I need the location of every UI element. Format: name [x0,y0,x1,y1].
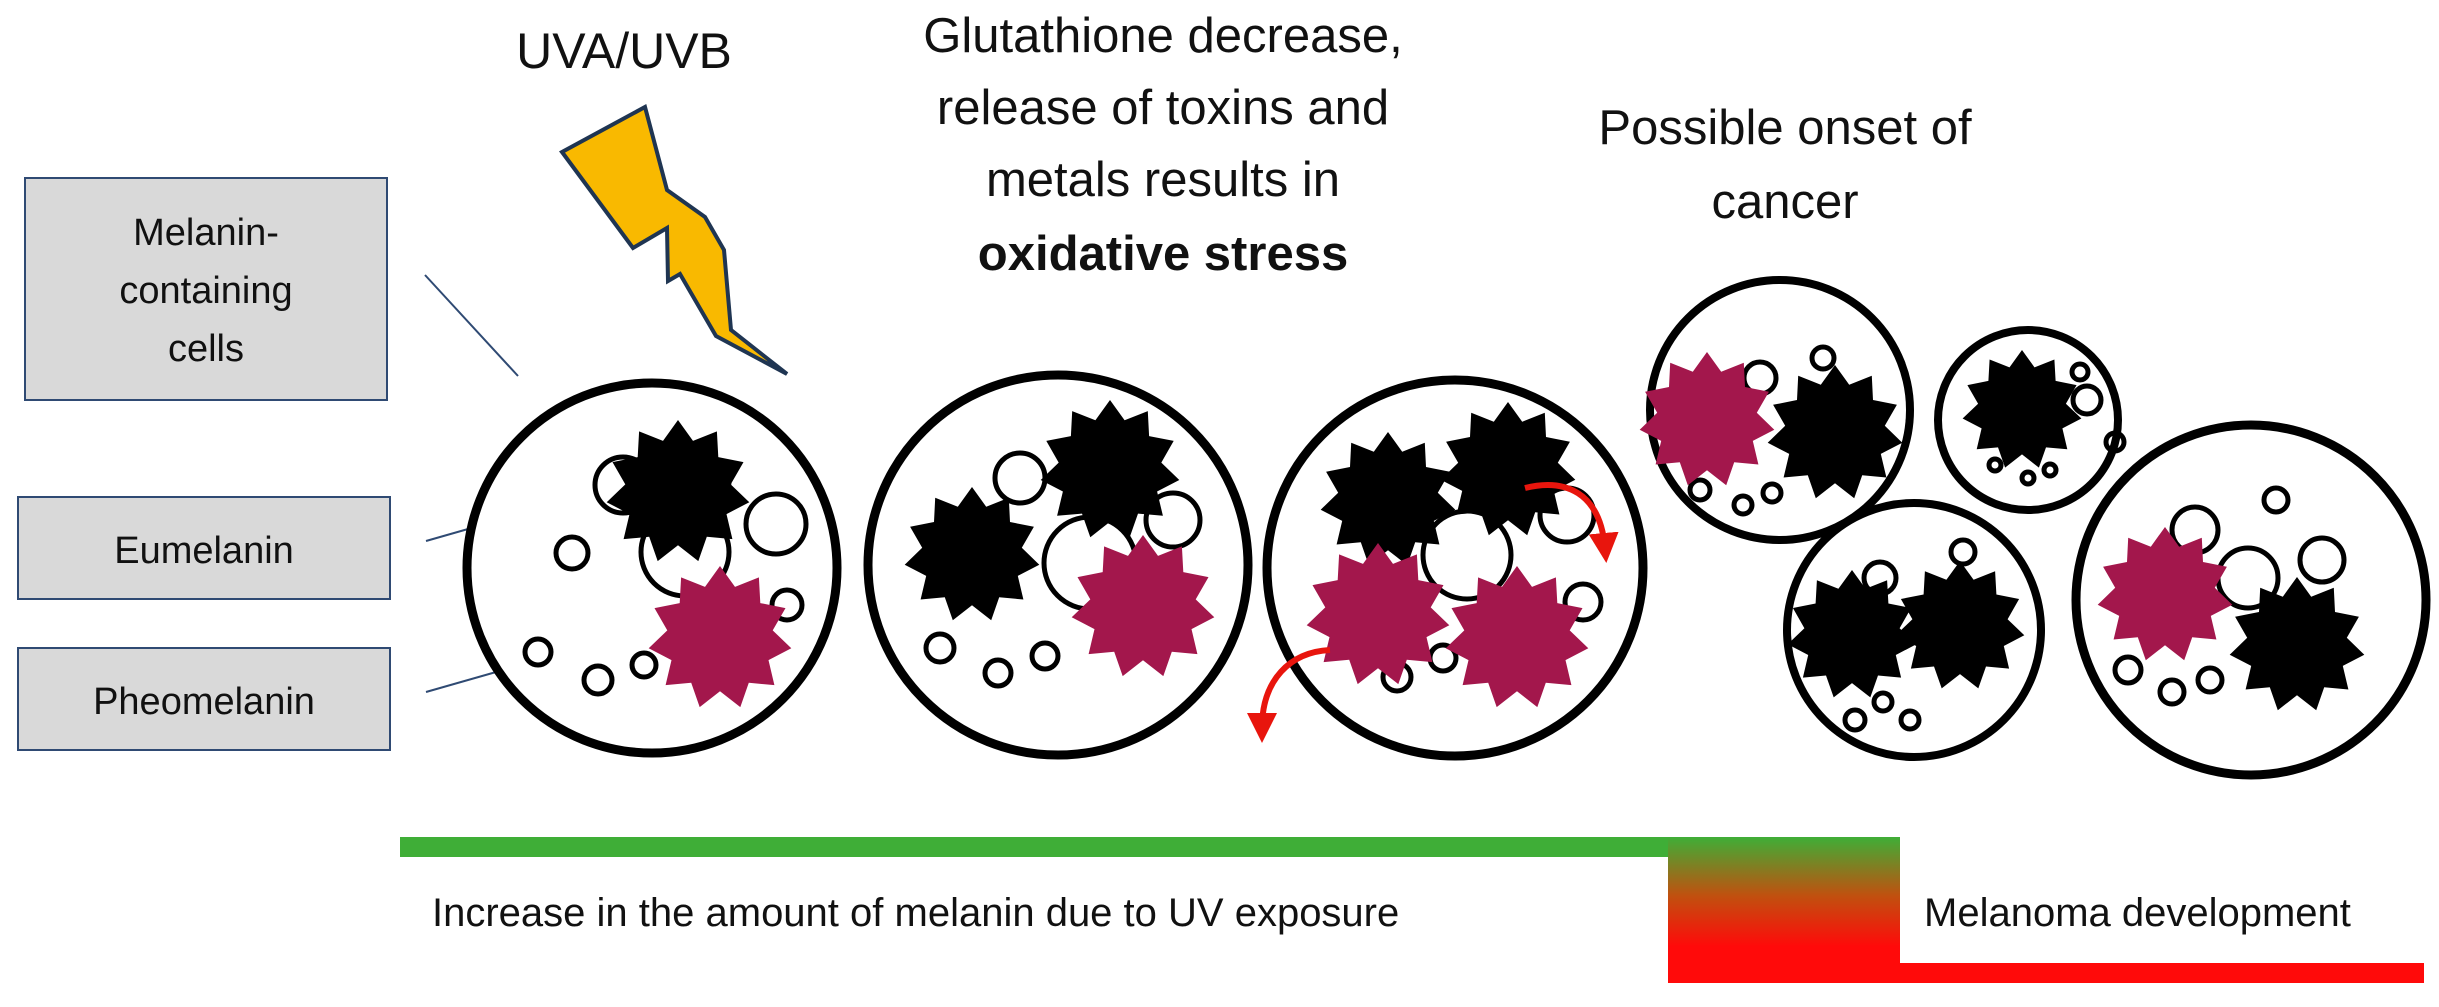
vesicle [2041,461,2059,479]
cancer-annotation: Possible onset of cancer [1598,101,1972,229]
vesicle [1760,481,1784,505]
stress-line1: Glutathione decrease, [923,9,1402,63]
eumelanin-granule [2229,577,2365,711]
legend-melanin-cells-line1: Melanin- [133,212,279,254]
organelle [743,491,809,557]
vesicle [2069,361,2091,383]
timeline-right-label: Melanoma development [1924,891,2351,935]
oxidative-stress-annotation: Glutathione decrease, release of toxins … [923,9,1402,281]
vesicle [1029,640,1061,672]
timeline: Increase in the amount of melanin due to… [400,837,2424,983]
vesicle [1562,581,1604,623]
pheomelanin-granule [1071,535,1215,677]
legend-eumelanin-label: Eumelanin [114,530,294,572]
legend-melanin-cells-line3: cells [168,328,244,370]
organelle [1143,490,1203,550]
legend: Melanin- containing cells Eumelanin Pheo… [17,177,609,751]
vesicle [2157,677,2187,707]
vesicle [1687,477,1713,503]
vesicle [1948,537,1978,567]
vesicle [553,534,591,572]
melanocyte-cell [1262,375,1648,761]
timeline-green-bar [400,837,1670,857]
eumelanin-granule [606,420,750,562]
pheomelanin-granule [1445,566,1589,708]
legend-pheomelanin-label: Pheomelanin [93,681,315,723]
eumelanin-granule [1767,365,1903,499]
vesicle [581,663,615,697]
vesicle [2103,430,2127,454]
eumelanin-granule [1040,400,1180,538]
eumelanin-granule [1320,432,1456,566]
eumelanin-granule [1895,561,2025,689]
eumelanin-granule [1440,402,1576,536]
cancer-line2: cancer [1711,175,1858,229]
vesicle [1986,456,2004,474]
legend-melanin-cells: Melanin- containing cells [24,177,388,401]
curved-arrow-icon [1524,482,1619,563]
uv-label: UVA/UVB [516,23,732,79]
vesicle [769,587,805,623]
pheomelanin-granule [2097,527,2233,661]
stress-line2: release of toxins and [937,81,1389,135]
stress-bold: oxidative stress [978,227,1348,281]
vesicle [522,636,554,668]
eumelanin-granule [1787,570,1917,698]
leader-line-cells [424,274,519,377]
vesicle [2297,535,2347,585]
pheomelanin-granule [1306,543,1450,685]
vesicle [1809,344,1837,372]
vesicle [1842,707,1868,733]
vesicle [923,631,957,665]
vesicle [2070,383,2104,417]
lightning-bolt-icon [559,104,789,376]
legend-melanin-cells-line2: containing [119,270,292,312]
vesicle [2019,469,2037,487]
stress-line3: metals results in [986,153,1340,207]
vesicle [1871,690,1895,714]
vesicle [1898,708,1922,732]
legend-pheomelanin: Pheomelanin [17,647,391,751]
legend-eumelanin: Eumelanin [17,496,391,600]
pheomelanin-granule [648,566,792,708]
timeline-red-bar [1898,963,2424,983]
eumelanin-granule [1962,350,2082,468]
vesicle [2195,665,2225,695]
curved-arrow-icon [1247,647,1331,743]
eumelanin-granule [904,487,1040,621]
vesicle [629,650,659,680]
vesicle [982,657,1014,689]
pheomelanin-granule [1639,352,1775,486]
cells-group [462,276,2431,780]
vesicle [2261,485,2291,515]
cancer-line1: Possible onset of [1598,101,1972,155]
timeline-left-label: Increase in the amount of melanin due to… [432,891,1399,935]
vesicle [1731,493,1755,517]
timeline-transition-step [1668,837,1900,983]
vesicle [2112,654,2144,686]
